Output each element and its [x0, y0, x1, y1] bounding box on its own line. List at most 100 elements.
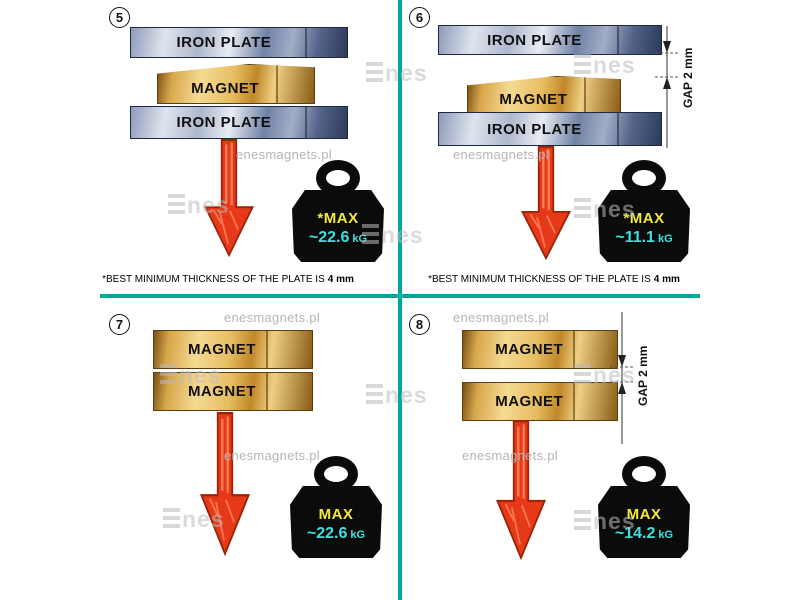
magnet-label: MAGNET	[499, 91, 568, 108]
max-label: *MAX	[623, 209, 665, 227]
enes-logo-watermark: nes	[168, 192, 230, 219]
weight-value: ~22.6	[308, 228, 350, 246]
magnet-bar: MAGNET	[157, 64, 315, 104]
panel-number-badge: 7	[109, 314, 130, 335]
magnet-bar: MAGNET	[467, 76, 621, 115]
watermark-site: enesmagnets.pl	[453, 147, 549, 162]
gap-dimension-icon	[610, 312, 634, 444]
weight-kettlebell-icon: MAX ~14.2 kG	[598, 456, 690, 558]
weight-value-row: ~11.1 kG	[615, 229, 672, 247]
panel-number: 6	[415, 10, 424, 25]
enes-logo-mark	[574, 198, 591, 221]
magnet-segment-line	[266, 331, 268, 368]
enes-logo-text: nes	[179, 362, 222, 388]
watermark-site: enesmagnets.pl	[453, 310, 549, 325]
enes-logo-watermark: nes	[574, 508, 636, 535]
magnet-label: MAGNET	[191, 79, 260, 97]
plate-segment-line	[617, 113, 619, 145]
weight-unit: kG	[350, 528, 366, 541]
down-arrow-icon	[203, 139, 255, 257]
magnet-bar-top: MAGNET	[462, 330, 618, 369]
weight-value: ~22.6	[306, 524, 348, 542]
kettlebell-body: *MAX ~11.1 kG	[598, 190, 690, 262]
gap-label: GAP 2 mm	[681, 47, 695, 109]
footnote-text: *BEST MINIMUM THICKNESS OF THE PLATE IS	[102, 274, 325, 285]
weight-value-row: ~22.6 kG	[307, 525, 365, 543]
plate-segment-line	[305, 28, 307, 57]
magnet-segment-line	[573, 383, 575, 420]
enes-logo-mark	[160, 364, 177, 387]
enes-logo-watermark: nes	[574, 362, 636, 389]
magnet-bar-bottom: MAGNET	[462, 382, 618, 421]
iron-plate-bottom: IRON PLATE	[130, 106, 348, 139]
weight-kettlebell-icon: *MAX ~11.1 kG	[598, 160, 690, 262]
weight-unit: kG	[658, 528, 674, 541]
iron-plate-top: IRON PLATE	[130, 27, 348, 58]
enes-logo-mark	[366, 62, 383, 85]
panel-number: 5	[115, 10, 124, 25]
watermark-site: enesmagnets.pl	[462, 448, 558, 463]
down-arrow-icon	[199, 412, 251, 556]
enes-logo-mark	[163, 508, 180, 531]
magnet-bar-bottom: MAGNET	[153, 372, 313, 411]
iron-plate-label: IRON PLATE	[487, 120, 582, 138]
vertical-divider	[398, 0, 402, 600]
enes-logo-watermark: nes	[160, 362, 222, 389]
panel-number: 8	[415, 317, 424, 332]
weight-value: ~11.1	[615, 228, 655, 246]
panel-number-badge: 6	[409, 7, 430, 28]
enes-logo-text: nes	[593, 362, 636, 388]
down-arrow-icon	[520, 146, 572, 260]
enes-logo-text: nes	[182, 506, 225, 532]
footnote-bold: 4 mm	[653, 274, 680, 285]
max-label: MAX	[626, 505, 662, 523]
enes-logo-mark	[366, 384, 383, 407]
enes-logo-mark	[574, 54, 591, 77]
down-arrow-icon	[495, 420, 547, 560]
panel-number: 7	[115, 317, 124, 332]
footnote-bold: 4 mm	[327, 274, 354, 285]
watermark-site: enesmagnets.pl	[236, 147, 332, 162]
enes-logo-mark	[574, 510, 591, 533]
weight-value-row: ~14.2 kG	[615, 525, 673, 543]
iron-plate-label: IRON PLATE	[487, 31, 582, 49]
enes-logo-watermark: nes	[362, 222, 424, 249]
enes-logo-text: nes	[381, 222, 424, 248]
footnote-text: *BEST MINIMUM THICKNESS OF THE PLATE IS	[428, 274, 651, 285]
weight-kettlebell-icon: MAX ~22.6 kG	[290, 456, 382, 558]
max-label: *MAX	[317, 209, 359, 227]
kettlebell-body: MAX ~14.2 kG	[598, 486, 690, 558]
horizontal-divider	[100, 294, 700, 298]
magnet-bar-top: MAGNET	[153, 330, 313, 369]
magnet-label: MAGNET	[187, 383, 256, 400]
magnet-label: MAGNET	[187, 341, 256, 358]
plate-segment-line	[617, 26, 619, 54]
iron-plate-bottom: IRON PLATE	[438, 112, 662, 146]
enes-logo-text: nes	[187, 192, 230, 218]
magnet-segment-line	[584, 77, 586, 114]
magnet-label: MAGNET	[495, 393, 564, 410]
max-label: MAX	[318, 505, 354, 523]
gap-label: GAP 2 mm	[636, 345, 650, 407]
iron-plate-label: IRON PLATE	[176, 34, 272, 51]
enes-logo-watermark: nes	[574, 52, 636, 79]
kettlebell-body: MAX ~22.6 kG	[290, 486, 382, 558]
watermark-site: enesmagnets.pl	[224, 310, 320, 325]
enes-logo-mark	[574, 364, 591, 387]
enes-logo-mark	[362, 224, 379, 247]
magnet-segment-line	[573, 331, 575, 368]
iron-plate-top: IRON PLATE	[438, 25, 662, 55]
enes-logo-watermark: nes	[366, 382, 428, 409]
enes-logo-watermark: nes	[366, 60, 428, 87]
enes-logo-watermark: nes	[574, 196, 636, 223]
panel-number-badge: 8	[409, 314, 430, 335]
gap-dimension-icon	[655, 26, 679, 148]
enes-logo-mark	[168, 194, 185, 217]
enes-logo-watermark: nes	[163, 506, 225, 533]
enes-logo-text: nes	[593, 52, 636, 78]
watermark-site: enesmagnets.pl	[224, 448, 320, 463]
magnet-segment-line	[276, 65, 278, 103]
